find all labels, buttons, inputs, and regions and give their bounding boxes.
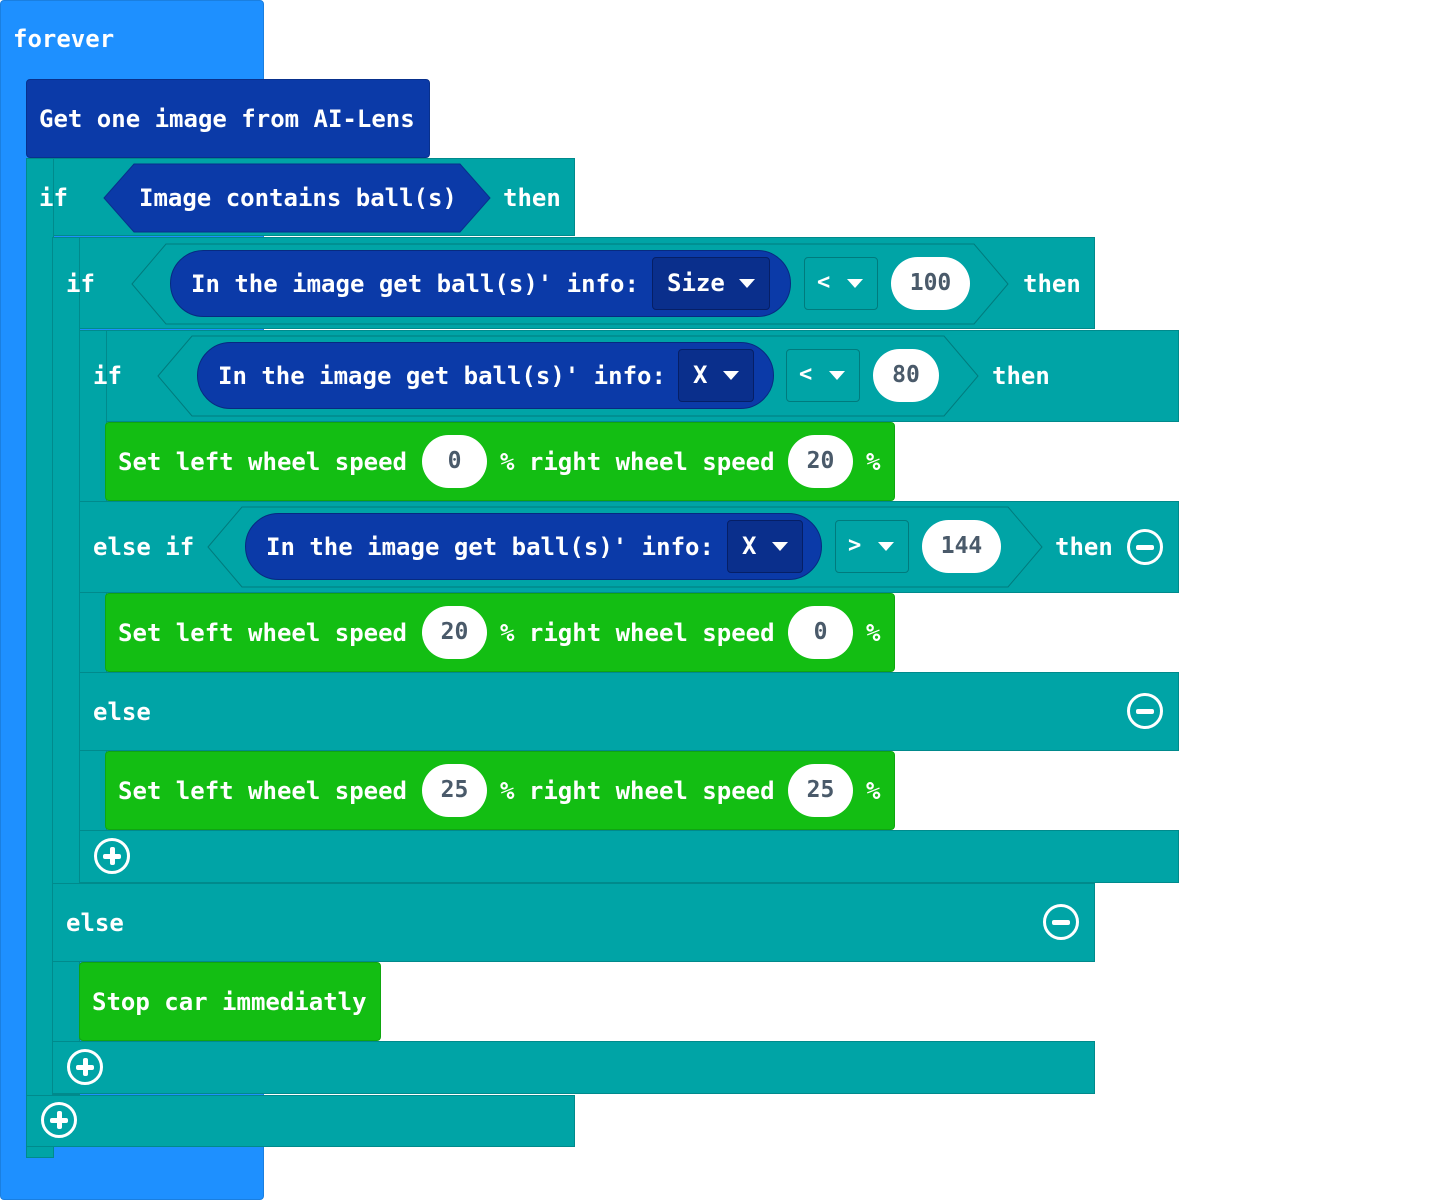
size-field-text: Size — [667, 269, 725, 297]
size-field-dropdown[interactable]: Size — [652, 257, 770, 310]
else-if-operator-dropdown[interactable]: > — [835, 520, 909, 573]
x-field-text: X — [693, 361, 708, 389]
caret-down-icon — [772, 542, 788, 551]
x-if-body-rail — [79, 330, 107, 883]
else-if-operator-text: > — [848, 533, 862, 558]
size-else-label: else — [66, 909, 124, 937]
x-if-label: if — [93, 362, 122, 390]
else-if-then-label: then — [1055, 533, 1113, 561]
plus-circle-icon[interactable] — [67, 1049, 103, 1085]
set-wheel-speed-block[interactable] — [105, 593, 895, 672]
size-if-then-label: then — [1023, 270, 1081, 298]
set-left-wheel-label: Set left wheel speed — [118, 448, 407, 476]
caret-down-icon — [847, 279, 863, 288]
stop-car-label: Stop car immediatly — [92, 988, 367, 1016]
x-less-value-input[interactable]: 80 — [873, 349, 939, 402]
else-if-field-text: X — [742, 532, 757, 560]
size-if-footer — [52, 1041, 1095, 1094]
percent-label: % — [866, 448, 881, 476]
right-speed-input[interactable]: 0 — [788, 606, 853, 659]
else-if-label: else if — [93, 533, 195, 561]
set-left-wheel-label: Set left wheel speed — [118, 619, 407, 647]
left-speed-input[interactable]: 25 — [422, 764, 487, 817]
else-if-info-pill[interactable] — [245, 513, 822, 580]
get-image-block[interactable] — [26, 79, 430, 158]
outer-if-body-rail — [26, 158, 54, 1158]
image-contains-ball-hexagon[interactable] — [103, 163, 491, 233]
plus-circle-icon[interactable] — [41, 1102, 77, 1138]
left-speed-input[interactable]: 20 — [422, 606, 487, 659]
right-speed-input[interactable]: 20 — [788, 435, 853, 488]
set-left-wheel-label: Set left wheel speed — [118, 777, 407, 805]
x-operator-text: < — [799, 362, 813, 387]
caret-down-icon — [739, 279, 755, 288]
size-if-label: if — [66, 270, 95, 298]
else-if-info-label: In the image get ball(s)' info: — [266, 533, 714, 561]
get-image-label: Get one image from AI-Lens — [39, 105, 415, 133]
minus-circle-icon[interactable] — [1043, 904, 1079, 940]
caret-down-icon — [723, 371, 739, 380]
right-wheel-label: % right wheel speed — [500, 448, 775, 476]
image-contains-ball-label: Image contains ball(s) — [139, 184, 457, 212]
x-field-dropdown[interactable]: X — [678, 349, 754, 402]
forever-label: forever — [13, 25, 115, 53]
outer-if-footer — [26, 1095, 575, 1147]
inner-else-block[interactable] — [79, 672, 1179, 751]
right-wheel-label: % right wheel speed — [500, 777, 775, 805]
outer-if-label: if — [39, 184, 68, 212]
percent-label: % — [866, 777, 881, 805]
right-speed-input[interactable]: 25 — [788, 764, 853, 817]
set-wheel-speed-block[interactable] — [105, 422, 895, 501]
size-info-label: In the image get ball(s)' info: — [191, 270, 639, 298]
caret-down-icon — [878, 542, 894, 551]
set-wheel-speed-block[interactable] — [105, 751, 895, 830]
x-if-footer — [79, 830, 1179, 883]
plus-circle-icon[interactable] — [94, 838, 130, 874]
size-value-input[interactable]: 100 — [891, 257, 970, 310]
stop-car-block[interactable] — [79, 962, 381, 1041]
caret-down-icon — [829, 371, 845, 380]
percent-label: % — [866, 619, 881, 647]
minus-circle-icon[interactable] — [1127, 693, 1163, 729]
size-operator-text: < — [817, 270, 831, 295]
inner-else-label: else — [93, 698, 151, 726]
right-wheel-label: % right wheel speed — [500, 619, 775, 647]
else-if-field-dropdown[interactable]: X — [727, 520, 803, 573]
size-if-body-rail — [52, 237, 80, 1095]
x-if-then-label: then — [992, 362, 1050, 390]
left-speed-input[interactable]: 0 — [422, 435, 487, 488]
x-info-label: In the image get ball(s)' info: — [218, 362, 666, 390]
x-greater-value-input[interactable]: 144 — [922, 520, 1001, 573]
size-else-block[interactable] — [52, 883, 1095, 962]
x-operator-dropdown[interactable]: < — [786, 349, 860, 402]
x-info-pill[interactable] — [197, 342, 774, 409]
minus-circle-icon[interactable] — [1127, 529, 1163, 565]
outer-if-then-label: then — [503, 184, 561, 212]
size-operator-dropdown[interactable]: < — [804, 257, 878, 310]
